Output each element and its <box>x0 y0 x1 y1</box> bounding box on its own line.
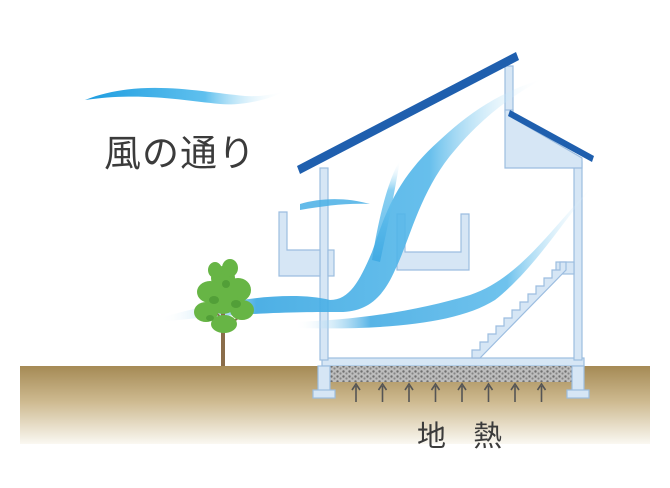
up-arrow-icon <box>457 382 467 402</box>
clerestory-box <box>504 109 583 169</box>
balcony-left <box>278 211 321 277</box>
geothermal-label: 地 熱 <box>417 419 512 453</box>
up-arrow-icon <box>377 382 388 402</box>
house <box>278 52 594 399</box>
wall-right <box>573 161 583 361</box>
wind-stroke-top <box>85 87 285 105</box>
wind-flow-small <box>300 199 370 210</box>
geothermal-arrows <box>351 382 547 402</box>
wall-left <box>319 167 329 361</box>
foundation-slab <box>321 357 585 367</box>
up-arrow-icon <box>536 382 547 402</box>
wind-label: 風の通り <box>104 132 256 175</box>
tree-foliage <box>194 259 254 333</box>
up-arrow-icon <box>483 382 494 402</box>
tree <box>194 259 254 366</box>
up-arrow-icon <box>510 382 520 402</box>
wind-flow-lower <box>295 180 598 329</box>
footing-right-base <box>566 389 590 399</box>
roof-right <box>508 110 594 162</box>
wind-flow-main <box>160 78 545 322</box>
wind-flow-rising <box>372 160 400 262</box>
floor-slab-left <box>327 249 335 277</box>
footing-left-base <box>312 389 336 399</box>
wind-flows <box>160 78 598 329</box>
staircase <box>471 261 567 359</box>
up-arrow-icon <box>404 382 414 402</box>
up-arrow-icon <box>351 382 361 402</box>
gravel-layer <box>330 366 576 382</box>
clerestory-wall <box>504 65 514 113</box>
up-arrow-icon <box>430 382 441 402</box>
roof-main <box>297 52 519 174</box>
